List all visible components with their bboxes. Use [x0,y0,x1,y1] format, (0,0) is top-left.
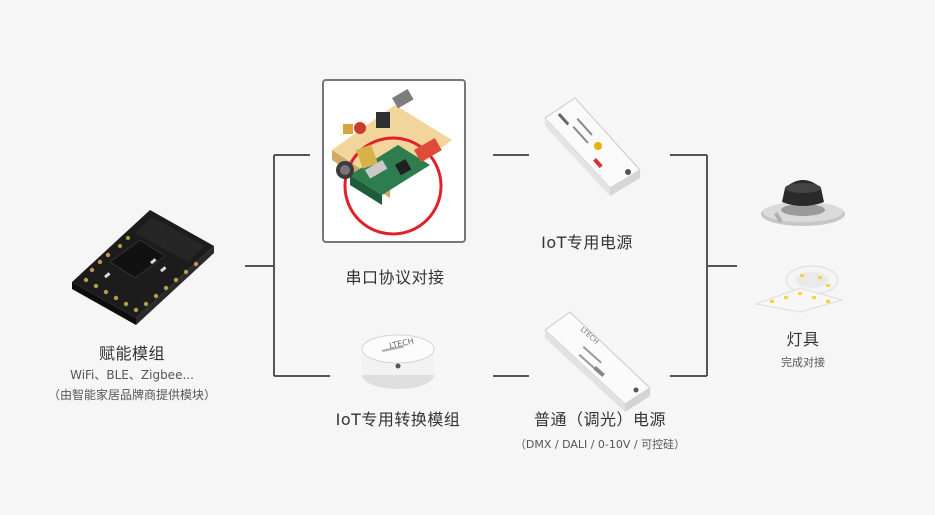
dimming-power-title: 普通（调光）电源 [533,410,667,429]
dimming-driver-power-supply-icon: LTECH [544,311,651,412]
module-title: 赋能模组 [98,344,166,363]
led-strip-icon [754,265,844,313]
module-note: （由智能家居品牌商提供模块） [47,388,217,402]
serial-protocol-title: 串口协议对接 [345,268,445,287]
iot-power-title: IoT专用电源 [541,233,633,252]
downlight-icon [761,180,845,226]
wireless-module-chip-icon [72,210,214,325]
led-driver-power-supply-icon [544,97,641,196]
round-converter-module-icon: LTECH [361,334,435,389]
connector-lines [245,154,737,377]
connector-power-merge [670,154,737,377]
dimming-power-protocols: （DMX / DALI / 0-10V / 可控硅） [514,438,686,451]
lamp-title: 灯具 [786,330,820,349]
module-protocols: WiFi、BLE、Zigbee... [70,368,194,382]
lamp-subtitle: 完成对接 [781,356,825,369]
pcb-with-highlighted-module-icon [332,89,452,236]
connector-module-split [245,154,330,377]
iot-converter-title: IoT专用转换模组 [335,410,461,429]
